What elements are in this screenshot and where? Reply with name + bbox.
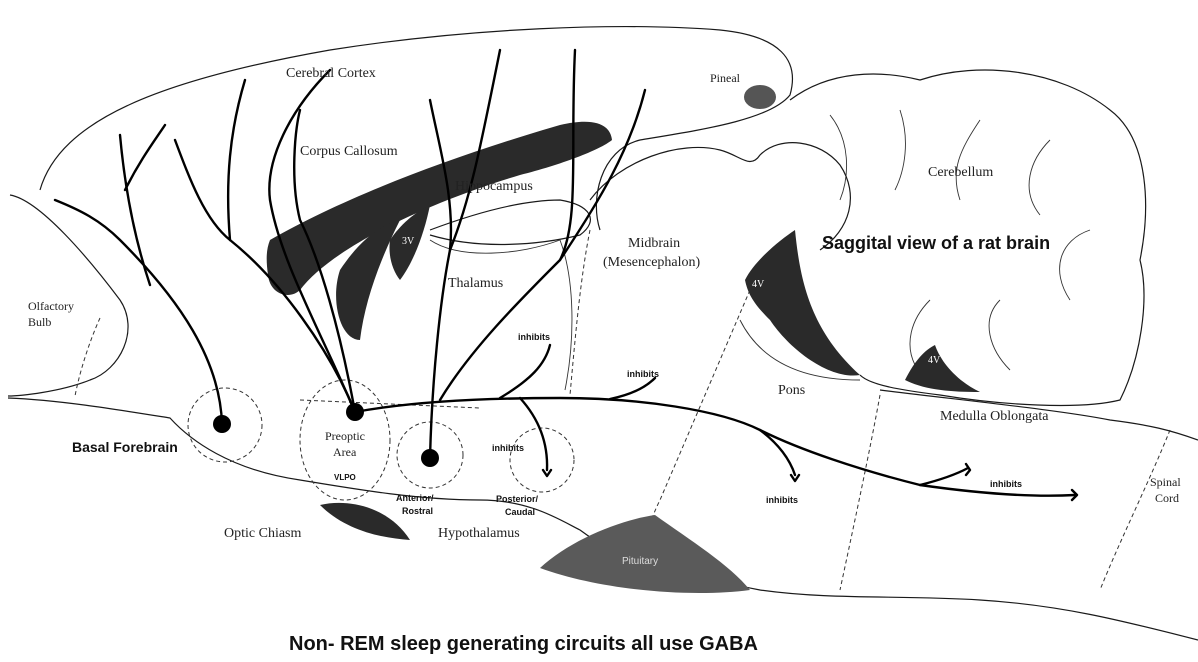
label-posterior-1: Posterior/ <box>496 494 539 504</box>
midbrain-outline <box>590 143 850 250</box>
preoptic-axon-2 <box>228 80 245 240</box>
label-cerebral-cortex: Cerebral Cortex <box>286 66 376 81</box>
label-preoptic-1: Preoptic <box>325 429 365 443</box>
axon-branch-midbrain <box>610 378 655 399</box>
label-hippocampus: Hippocampus <box>455 179 533 194</box>
label-posterior-2: Caudal <box>505 507 535 517</box>
axon-branch-posterior <box>520 398 547 470</box>
label-preoptic-2: Area <box>333 445 357 459</box>
label-cerebellum: Cerebellum <box>928 165 993 180</box>
label-pituitary: Pituitary <box>622 556 658 567</box>
label-4v-lower: 4V <box>928 355 941 366</box>
label-hypothalamus: Hypothalamus <box>438 526 520 541</box>
label-4v-upper: 4V <box>752 279 765 290</box>
pineal-body <box>744 85 776 109</box>
inhibits-label: inhibits <box>627 369 659 379</box>
axon-projections <box>55 50 1077 500</box>
pons-boundary-right <box>840 395 880 590</box>
pituitary-shape <box>540 515 750 593</box>
diagram-title: Saggital view of a rat brain <box>822 233 1050 253</box>
label-medulla: Medulla Oblongata <box>940 409 1049 424</box>
optic-chiasm-shape <box>320 503 410 540</box>
label-midbrain: Midbrain <box>628 236 680 251</box>
label-3v: 3V <box>402 236 415 247</box>
label-basal-forebrain: Basal Forebrain <box>72 439 178 455</box>
label-vlpo: VLPO <box>334 473 356 482</box>
label-mesencephalon: (Mesencephalon) <box>603 255 701 270</box>
inhibits-label: inhibits <box>518 332 550 342</box>
olfactory-outline <box>8 195 128 396</box>
label-olfactory-1: Olfactory <box>28 299 74 313</box>
label-anterior-2: Rostral <box>402 506 433 516</box>
label-pineal: Pineal <box>710 71 741 85</box>
ventral-outline <box>8 398 1198 640</box>
preoptic-neuron <box>346 403 364 421</box>
preoptic-axon-1 <box>175 140 355 412</box>
basal-forebrain-axon-3 <box>125 125 165 190</box>
label-thalamus: Thalamus <box>448 276 503 291</box>
axon-branch-medulla <box>920 468 968 485</box>
basal-forebrain-axon-1 <box>55 200 222 424</box>
label-spinal-1: Spinal <box>1150 475 1181 489</box>
axon-branch-pons <box>760 430 795 475</box>
fourth-ventricle-lower <box>905 345 980 392</box>
label-optic-chiasm: Optic Chiasm <box>224 526 301 541</box>
label-spinal-2: Cord <box>1155 491 1179 505</box>
inhibits-label: inhibits <box>492 443 524 453</box>
basal-forebrain-axon-2 <box>120 135 150 285</box>
thalamus-outline <box>430 240 572 390</box>
label-anterior-1: Anterior/ <box>396 493 434 503</box>
basal-forebrain-neuron <box>213 415 231 433</box>
label-olfactory-2: Bulb <box>28 315 51 329</box>
anterior-neuron <box>421 449 439 467</box>
inhibits-label: inhibits <box>766 495 798 505</box>
label-corpus-callosum: Corpus Callosum <box>300 144 398 159</box>
diagram-caption: Non- REM sleep generating circuits all u… <box>289 633 758 655</box>
spinal-boundary <box>1100 430 1170 590</box>
midbrain-boundary <box>570 230 590 395</box>
inhibits-label: inhibits <box>990 479 1022 489</box>
axon-branch-thalamus <box>500 345 550 398</box>
dark-structures <box>267 85 980 593</box>
label-pons: Pons <box>778 383 805 398</box>
